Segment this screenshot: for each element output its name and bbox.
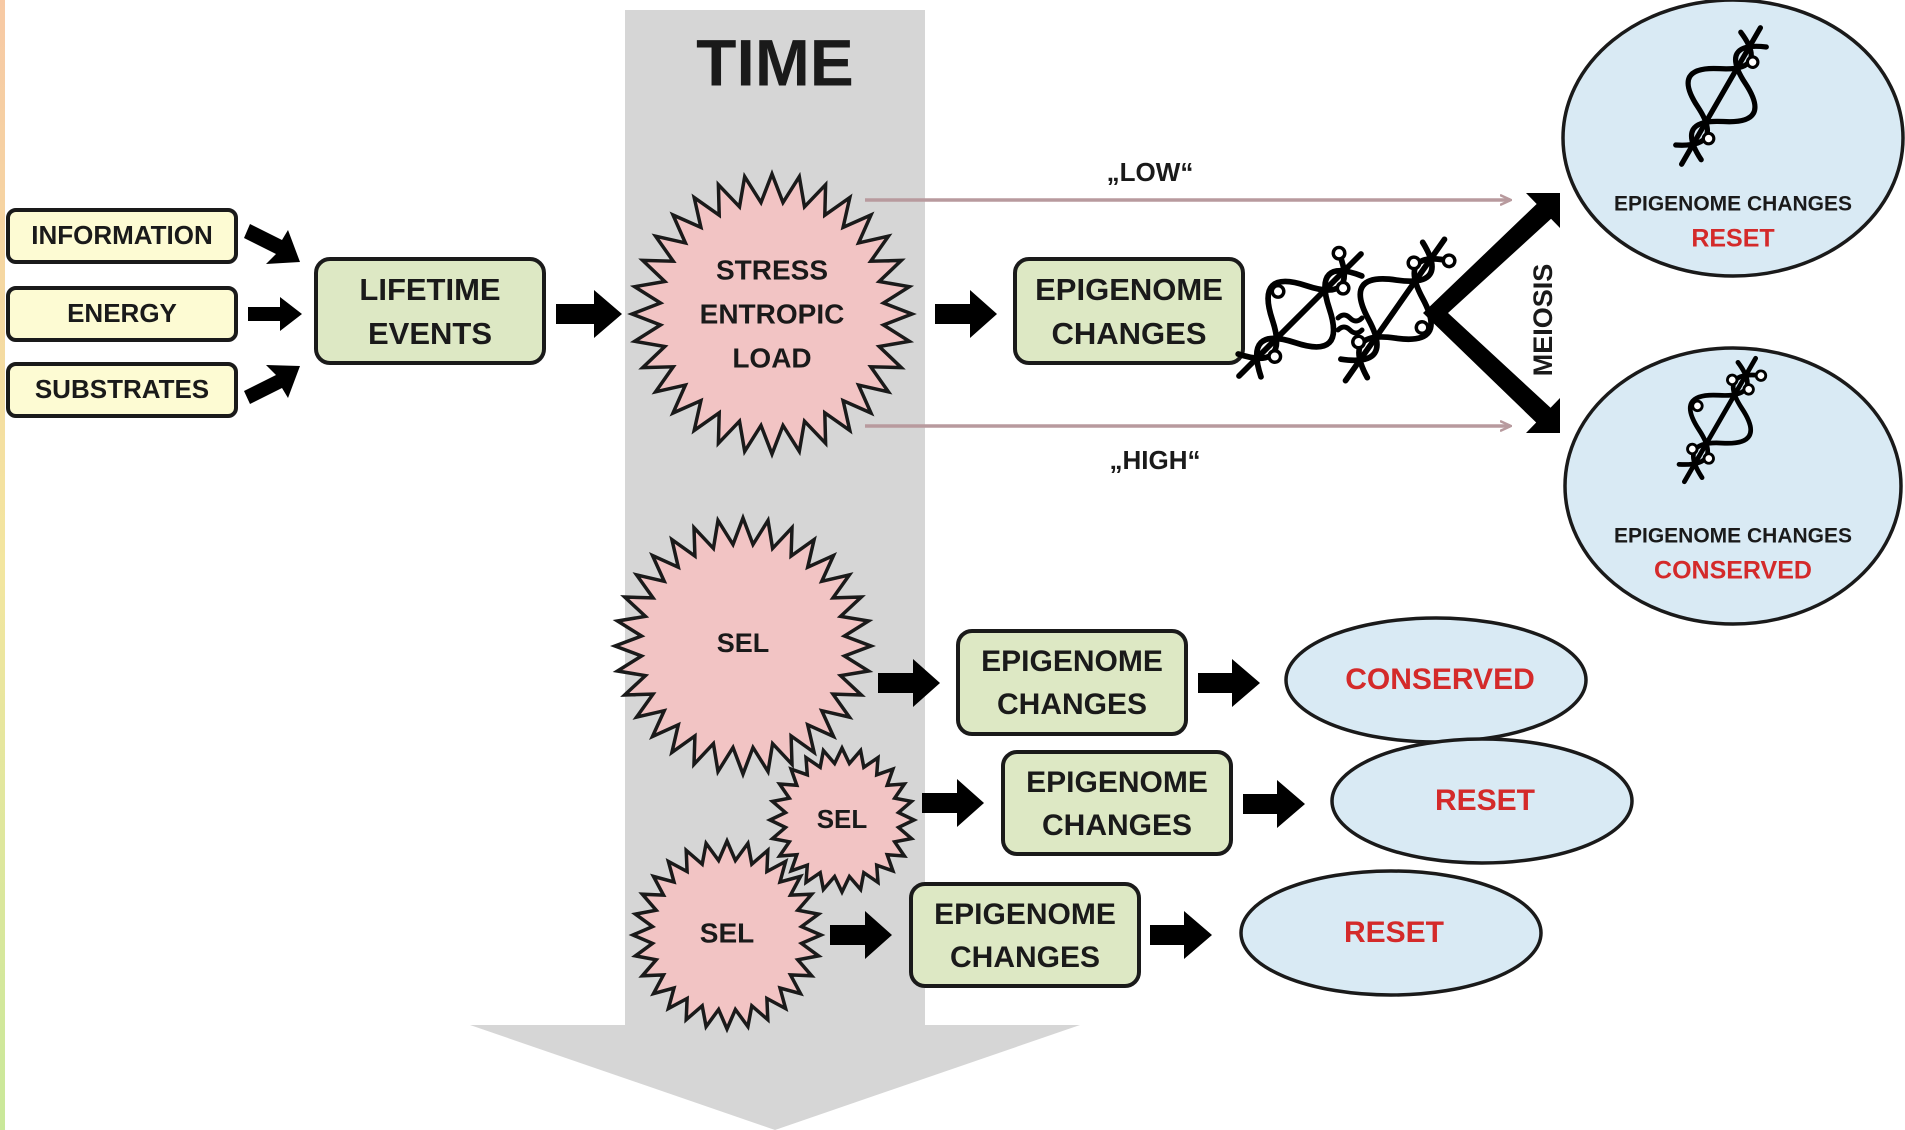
epigenome-changes-box-main: EPIGENOME CHANGES <box>1013 257 1245 365</box>
stress-starburst: STRESS ENTROPIC LOAD <box>627 169 917 459</box>
arrow-stress-to-epigenome <box>935 290 997 338</box>
low-label: „LOW“ <box>1107 157 1194 187</box>
arrow-epigenome2-to-result <box>1243 780 1305 828</box>
arrow-information-to-events <box>244 224 300 264</box>
input-box-energy: ENERGY <box>6 286 238 342</box>
outcome-conserved-title: EPIGENOME CHANGES <box>1614 525 1852 548</box>
result-1-label: CONSERVED <box>1345 663 1535 696</box>
lifetime-events-line-1: LIFETIME <box>359 272 500 307</box>
epigenome-3-line-2: CHANGES <box>950 941 1100 974</box>
epigenome-1-line-2: CHANGES <box>997 688 1147 721</box>
epigenome-box-1 <box>956 629 1188 736</box>
result-ellipse-3 <box>1239 869 1543 997</box>
arrow-events-to-stress <box>556 290 622 338</box>
sel-star-3 <box>628 836 826 1034</box>
epigenome-box-3 <box>909 882 1141 988</box>
input-box-substrates: SUBSTRATES <box>6 362 238 418</box>
left-edge-strip <box>0 0 5 1130</box>
dna-pair-icon <box>1235 236 1457 384</box>
high-label: „HIGH“ <box>1110 445 1201 475</box>
sel-row-1: SEL EPIGENOME CHANGES CONSERVED <box>610 513 1588 779</box>
sel-star-2 <box>765 743 919 897</box>
epigenome-main-line-1: EPIGENOME <box>1035 272 1223 307</box>
epigenome-box-2 <box>1001 750 1233 856</box>
arrow-epigenome3-to-result <box>1150 911 1212 959</box>
outcome-conserved-status: CONSERVED <box>1654 557 1812 585</box>
lifetime-events-line-2: EVENTS <box>368 316 492 351</box>
sel-label-2: SEL <box>817 804 868 834</box>
result-2-label: RESET <box>1435 784 1535 817</box>
input-label-information: INFORMATION <box>31 220 213 250</box>
meiosis-label: MEIOSIS <box>1528 264 1558 377</box>
outcome-ellipse-conserved: EPIGENOME CHANGES CONSERVED <box>1563 346 1903 626</box>
meiosis-arrowhead-down <box>1526 398 1560 433</box>
result-ellipse-2 <box>1330 737 1634 865</box>
sel-star-1 <box>610 513 876 779</box>
epigenome-main-line-2: CHANGES <box>1051 316 1206 351</box>
dna-helix-left <box>1235 245 1365 380</box>
stress-star-shape <box>627 169 917 459</box>
sel-label-3: SEL <box>700 917 754 948</box>
input-label-substrates: SUBSTRATES <box>35 374 209 404</box>
stress-label-line-2: ENTROPIC <box>700 298 845 329</box>
time-label: TIME <box>696 25 854 99</box>
meiosis-split: MEIOSIS <box>1423 193 1560 433</box>
meiosis-chevron <box>1423 196 1553 431</box>
epigenome-3-line-1: EPIGENOME <box>934 898 1116 931</box>
input-label-energy: ENERGY <box>67 298 177 328</box>
outcome-reset-title: EPIGENOME CHANGES <box>1614 193 1852 216</box>
input-box-information: INFORMATION <box>6 208 238 264</box>
time-arrow-head <box>470 1025 1080 1130</box>
epigenome-1-line-1: EPIGENOME <box>981 645 1163 678</box>
outcome-ellipse-reset: EPIGENOME CHANGES RESET <box>1561 0 1905 278</box>
outcome-reset-status: RESET <box>1691 225 1774 253</box>
dna-helix-bottom <box>1676 355 1768 485</box>
stress-label-line-3: LOAD <box>732 342 811 373</box>
meiosis-arrowhead-up <box>1526 193 1560 228</box>
stress-label-line-1: STRESS <box>716 254 828 285</box>
arrow-sel2-to-epigenome <box>922 779 984 827</box>
dna-helix-top <box>1673 25 1769 167</box>
sel-row-3: SEL EPIGENOME CHANGES RESET <box>628 836 1543 1034</box>
result-3-label: RESET <box>1344 916 1444 949</box>
lifetime-events-box: LIFETIME EVENTS <box>314 257 546 365</box>
arrow-sel1-to-epigenome <box>878 659 940 707</box>
arrow-epigenome1-to-result <box>1198 659 1260 707</box>
arrow-substrates-to-events <box>244 365 300 404</box>
dna-helix-right <box>1338 236 1457 384</box>
sel-row-2: SEL EPIGENOME CHANGES RESET <box>765 737 1634 897</box>
arrow-energy-to-events <box>248 297 302 331</box>
epigenome-2-line-2: CHANGES <box>1042 809 1192 842</box>
sel-label-1: SEL <box>717 628 770 658</box>
epigenome-2-line-1: EPIGENOME <box>1026 766 1208 799</box>
arrow-sel3-to-epigenome <box>830 911 892 959</box>
